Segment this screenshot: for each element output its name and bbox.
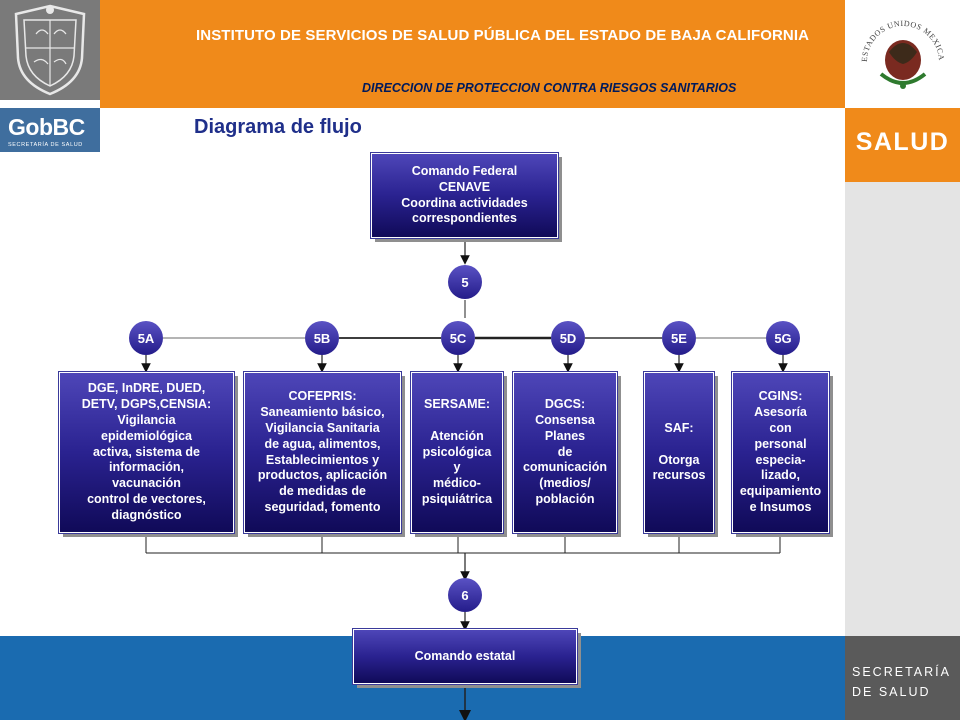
node-5: 5: [448, 265, 482, 299]
box-comando-federal: Comando Federal CENAVE Coordina activida…: [370, 152, 559, 239]
secretaria-line2: DE SALUD: [852, 685, 931, 699]
box-cgins: CGINS: Asesoría con personal especia- li…: [731, 371, 830, 534]
footer-secretaria-panel: [845, 636, 960, 720]
salud-banner: [845, 108, 960, 182]
node-5d: 5D: [551, 321, 585, 355]
right-side-panel: [845, 182, 960, 636]
box-dgcs: DGCS: Consensa Planes de comunicación (m…: [512, 371, 618, 534]
secretaria-de-salud-label: SECRETARÍA DE SALUD: [852, 662, 951, 702]
box-dge-indre: DGE, InDRE, DUED, DETV, DGPS,CENSIA: Vig…: [58, 371, 235, 534]
node-5a: 5A: [129, 321, 163, 355]
secretaria-line1: SECRETARÍA: [852, 665, 951, 679]
box-cofepris: COFEPRIS: Saneamiento básico, Vigilancia…: [243, 371, 402, 534]
node-5e: 5E: [662, 321, 696, 355]
direction-title: DIRECCION DE PROTECCION CONTRA RIESGOS S…: [362, 81, 737, 95]
national-seal-logo: ESTADOS UNIDOS MEXICANOS: [842, 0, 960, 108]
node-6: 6: [448, 578, 482, 612]
node-5c: 5C: [441, 321, 475, 355]
eagle-seal-icon: ESTADOS UNIDOS MEXICANOS: [842, 0, 946, 89]
state-coat-of-arms-logo: [0, 0, 100, 100]
gobbc-logo-subtext: SECRETARÍA DE SALUD: [8, 142, 83, 148]
node-5b: 5B: [305, 321, 339, 355]
box-comando-estatal: Comando estatal: [352, 628, 578, 685]
gobbc-logo: GobBC SECRETARÍA DE SALUD: [0, 108, 100, 152]
box-sersame: SERSAME: Atención psicológica y médico- …: [410, 371, 504, 534]
gobbc-logo-text: GobBC: [8, 114, 85, 140]
coat-of-arms-icon: [14, 4, 86, 96]
node-5g: 5G: [766, 321, 800, 355]
salud-label: SALUD: [855, 128, 950, 156]
institute-title: INSTITUTO DE SERVICIOS DE SALUD PÚBLICA …: [196, 27, 810, 44]
header-banner: [100, 0, 845, 108]
page-title: Diagrama de flujo: [194, 116, 362, 138]
box-saf: SAF: Otorga recursos: [643, 371, 715, 534]
